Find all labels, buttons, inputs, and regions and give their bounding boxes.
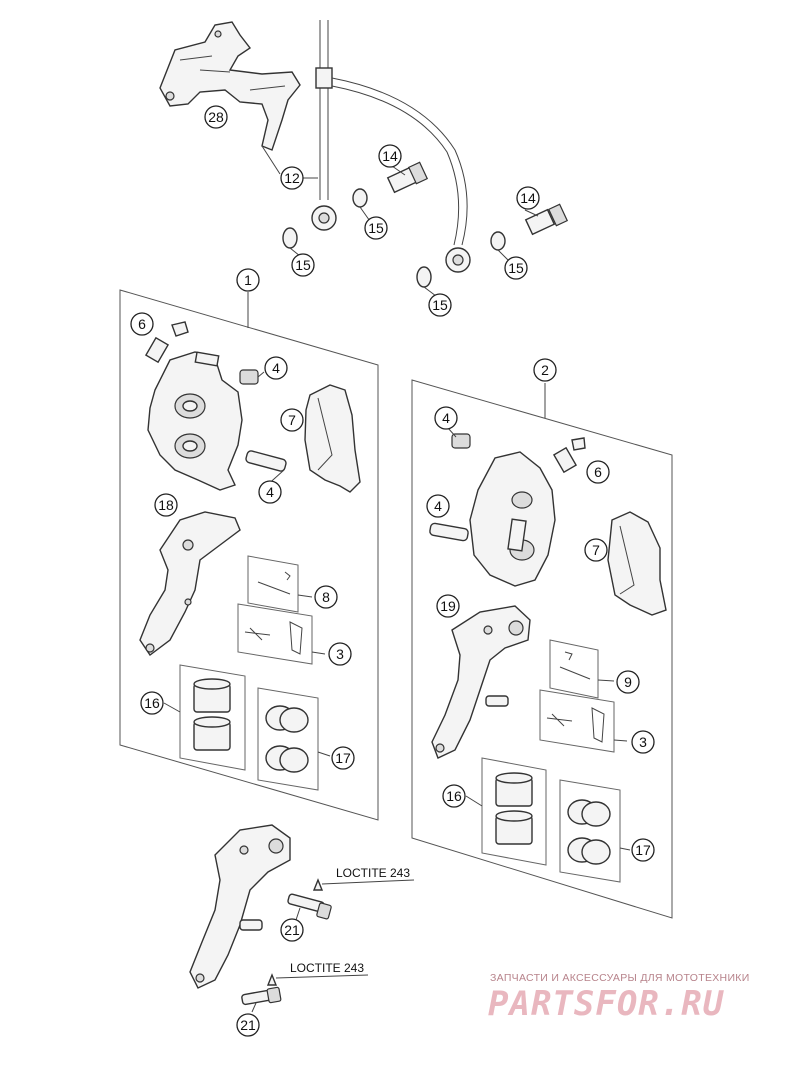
svg-text:17: 17: [335, 750, 351, 766]
loctite-note-upper: LOCTITE 243: [336, 866, 410, 880]
banjo-bolt-left: [386, 161, 429, 194]
bleed-screw-left: [144, 321, 189, 364]
banjo-bolt-right: [524, 203, 569, 236]
seal-kit-right: [559, 779, 621, 883]
svg-text:12: 12: [284, 170, 300, 186]
brake-hose-left: [311, 20, 337, 231]
brake-pad-left: [304, 384, 361, 493]
svg-text:4: 4: [434, 498, 442, 514]
callout-28: 28: [204, 105, 228, 129]
svg-text:21: 21: [284, 922, 300, 938]
callout-17-left: 17: [331, 746, 355, 770]
svg-text:21: 21: [240, 1017, 256, 1033]
svg-text:15: 15: [368, 220, 384, 236]
washers: [282, 188, 506, 288]
callout-6-right: 6: [586, 460, 610, 484]
callout-16-left: 16: [140, 691, 164, 715]
callout-17-right: 17: [631, 838, 655, 862]
svg-text:7: 7: [592, 542, 600, 558]
svg-text:8: 8: [322, 589, 330, 605]
svg-text:4: 4: [272, 360, 280, 376]
svg-text:7: 7: [288, 412, 296, 428]
brake-pad-right: [607, 511, 667, 616]
slide-pin-top-left: [239, 369, 259, 385]
svg-text:4: 4: [442, 410, 450, 426]
caliper-support-bottom: [189, 824, 291, 989]
svg-text:19: 19: [440, 598, 456, 614]
callout-12: 12: [280, 166, 304, 190]
svg-text:3: 3: [336, 646, 344, 662]
svg-text:18: 18: [158, 497, 174, 513]
brake-caliper-right: [469, 451, 556, 587]
screw-upper: [287, 878, 332, 920]
svg-text:16: 16: [144, 695, 160, 711]
svg-text:2: 2: [541, 362, 549, 378]
callout-15-a: 15: [364, 216, 388, 240]
caliper-support-right: [431, 605, 531, 759]
pad-spring-kit-left: [237, 603, 313, 665]
callout-6-left: 6: [130, 312, 154, 336]
callout-15-d: 15: [428, 293, 452, 317]
callout-14-right: 14: [516, 186, 540, 210]
callout-7-left: 7: [280, 408, 304, 432]
caliper-support-left: [139, 511, 241, 657]
callout-4-bottom-left: 4: [258, 480, 282, 504]
piston-kit-right: [481, 757, 547, 866]
svg-text:14: 14: [520, 190, 536, 206]
callout-2: 2: [533, 358, 557, 382]
callout-1: 1: [236, 268, 260, 292]
pin-kit-left: [247, 555, 299, 613]
watermark-tagline: ЗАПЧАСТИ И АКСЕССУАРЫ ДЛЯ МОТОТЕХНИКИ: [490, 972, 750, 984]
callout-4-top-right: 4: [434, 406, 458, 430]
callout-16-right: 16: [442, 784, 466, 808]
callout-9: 9: [616, 670, 640, 694]
callout-21-lower: 21: [236, 1013, 260, 1037]
callout-15-b: 15: [291, 253, 315, 277]
callout-3-left: 3: [328, 642, 352, 666]
svg-text:15: 15: [432, 297, 448, 313]
seal-kit-left: [257, 687, 319, 791]
slide-pin-bottom-right: [429, 522, 469, 542]
svg-text:15: 15: [295, 257, 311, 273]
callout-8: 8: [314, 585, 338, 609]
slide-pin-top-right: [451, 433, 471, 449]
brake-hose-right: [331, 77, 471, 273]
svg-text:16: 16: [446, 788, 462, 804]
svg-text:3: 3: [639, 734, 647, 750]
brake-line-bracket: [159, 21, 301, 151]
callout-15-c: 15: [504, 256, 528, 280]
callout-7-right: 7: [584, 538, 608, 562]
callout-19: 19: [436, 594, 460, 618]
bleed-screw-right: [552, 437, 586, 474]
piston-kit-left: [179, 664, 246, 771]
watermark-logo: PARTSFOR.RU: [488, 984, 725, 1024]
callout-4-top-left: 4: [264, 356, 288, 380]
svg-text:6: 6: [138, 316, 146, 332]
slide-pin-bottom-left: [245, 450, 287, 472]
callout-21-upper: 21: [280, 918, 304, 942]
svg-text:1: 1: [244, 272, 252, 288]
svg-text:4: 4: [266, 484, 274, 500]
svg-text:17: 17: [635, 842, 651, 858]
callout-18: 18: [154, 493, 178, 517]
callout-4-bottom-right: 4: [426, 494, 450, 518]
loctite-note-lower: LOCTITE 243: [290, 961, 364, 975]
callout-3-right: 3: [631, 730, 655, 754]
screw-lower: [241, 973, 282, 1006]
svg-text:14: 14: [382, 148, 398, 164]
svg-text:28: 28: [208, 109, 224, 125]
svg-text:9: 9: [624, 674, 632, 690]
svg-text:6: 6: [594, 464, 602, 480]
callout-14-left: 14: [378, 144, 402, 168]
pin-kit-right: [549, 639, 599, 699]
pad-spring-kit-right: [539, 689, 615, 753]
svg-text:15: 15: [508, 260, 524, 276]
brake-caliper-left: [147, 351, 243, 491]
